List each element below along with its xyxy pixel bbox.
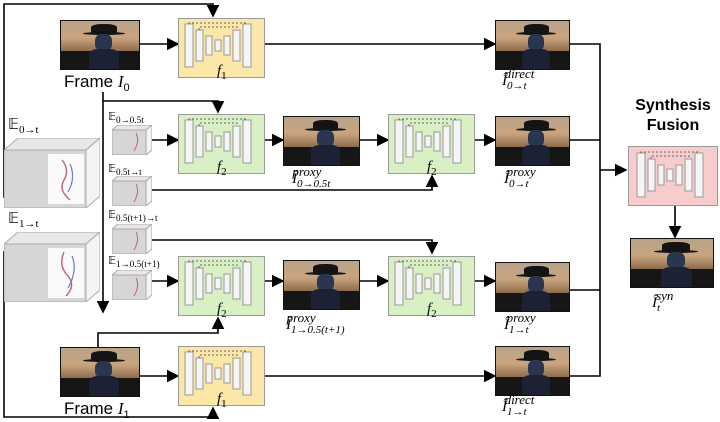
output-proxy1-image [495,262,570,312]
network-f1-bottom-label: f1 [217,391,227,410]
event-slice-cube-1 [112,125,152,155]
frame1-label: Frame I1 [64,399,130,421]
network-synthesis-fusion [628,146,718,206]
line-direct0-to-bus [570,43,601,170]
event0-cube [4,138,100,208]
arrow-e2-to-f2b [150,174,439,191]
output-proxy-mid1-image [283,260,360,310]
event-slice-label-3: 𝔼0.5(t+1)→t [108,209,158,224]
network-f1-bottom: f1 [178,346,265,410]
line-direct1-to-bus [570,170,601,377]
network-f1-top: f1 [178,18,265,82]
output-syn-label: Îtsyn [652,288,674,314]
event-slice-label-1: 𝔼0→0.5t [108,111,144,126]
output-proxy-mid0-label: Î0→0.5tproxy [292,164,331,190]
network-f2-d: f2 [388,256,475,320]
network-f2-d-label: f2 [427,301,437,320]
output-direct1-image [495,346,570,396]
event-slice-cube-4 [112,270,152,300]
event-slice-cube-2 [112,176,152,206]
arrow-frame1-to-f2c-bottom [97,316,225,352]
network-f2-a-label: f2 [217,159,227,178]
network-f2-b: f2 [388,114,475,178]
event1-label: 𝔼1→t [8,211,39,230]
output-proxy1-label: Î1→tproxy [504,310,536,336]
network-f2-a: f2 [178,114,265,178]
event-slice-label-2: 𝔼0.5t→t [108,163,142,178]
network-f1-top-label: f1 [217,63,227,82]
arrow-e3-to-f2d [150,239,439,255]
output-direct0-image [495,20,570,70]
frame0-label: Frame I0 [64,72,130,94]
output-proxy0-image [495,116,570,166]
frame0-image [60,20,140,70]
frame1-image [60,347,140,397]
output-proxy-mid1-label: Î1→0.5(t+1)proxy [286,310,345,336]
output-proxy0-label: Î0→tproxy [504,164,536,190]
output-proxy-mid0-image [283,116,360,166]
event-slice-cube-3 [112,224,152,254]
output-syn-image [630,238,714,288]
output-direct1-label: Î1→tdirect [502,392,535,418]
event1-cube [4,232,100,302]
output-direct0-label: Î0→tdirect [502,66,535,92]
event0-label: 𝔼0→t [8,117,39,136]
network-f2-b-label: f2 [427,159,437,178]
network-f2-c: f2 [178,256,265,320]
network-f2-c-label: f2 [217,301,227,320]
arrow-spine-to-f2a-top [103,100,225,114]
event-slice-label-4: 𝔼1→0.5(t+1) [108,255,160,270]
